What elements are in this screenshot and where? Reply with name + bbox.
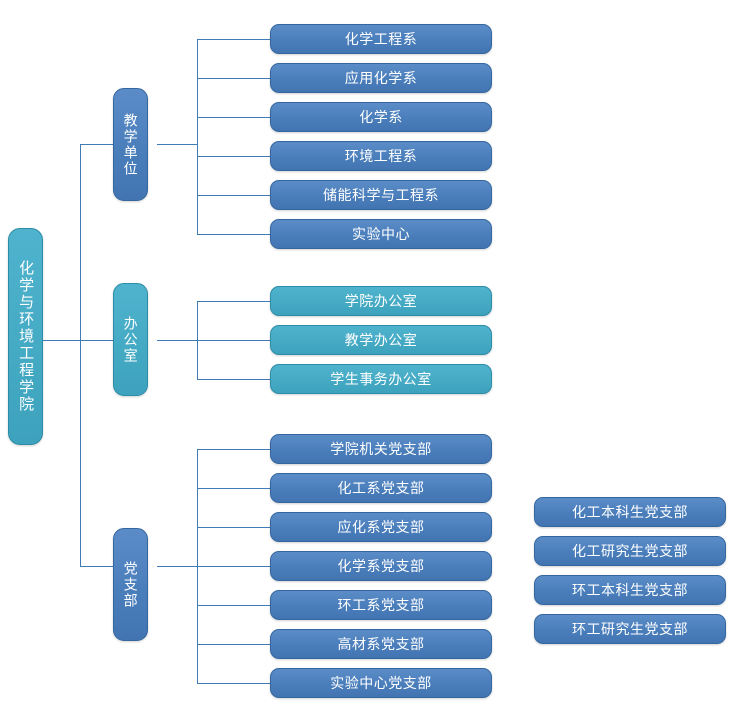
connector-branch-1-leaf-3 [197, 117, 270, 118]
leaf-node-energy-storage-dept[interactable]: 储能科学与工程系 [270, 180, 492, 210]
connector-branch-3-stub [157, 566, 198, 567]
connector-branch-3-leaf-1 [197, 449, 270, 450]
side-node-enveng-undergrad-party-branch[interactable]: 环工本科生党支部 [534, 575, 726, 605]
connector-trunk-to-branch-2 [80, 340, 113, 341]
connector-trunk-to-branch-3 [80, 566, 113, 567]
connector-branch-3-leaf-5 [197, 605, 270, 606]
connector-branch-2-leaf-3 [197, 379, 270, 380]
connector-branch-1-leaf-5 [197, 195, 270, 196]
connector-branch-1-bus [197, 39, 198, 234]
branch-node-teaching-units[interactable]: 教学单位 [113, 88, 148, 201]
leaf-node-chemistry-party-branch[interactable]: 化学系党支部 [270, 551, 492, 581]
branch-node-offices[interactable]: 办公室 [113, 283, 148, 396]
connector-main-trunk [80, 144, 81, 566]
side-node-chemeng-grad-party-branch[interactable]: 化工研究生党支部 [534, 536, 726, 566]
connector-trunk-to-branch-1 [80, 144, 113, 145]
connector-branch-1-leaf-2 [197, 78, 270, 79]
leaf-node-experiment-center[interactable]: 实验中心 [270, 219, 492, 249]
connector-branch-3-leaf-2 [197, 488, 270, 489]
branch-node-party-branches[interactable]: 党支部 [113, 528, 148, 641]
side-node-chemeng-undergrad-party-branch[interactable]: 化工本科生党支部 [534, 497, 726, 527]
connector-branch-3-leaf-7 [197, 683, 270, 684]
root-node[interactable]: 化学与环境工程学院 [8, 228, 43, 445]
connector-branch-1-leaf-1 [197, 39, 270, 40]
leaf-node-chemical-engineering-dept[interactable]: 化学工程系 [270, 24, 492, 54]
connector-branch-1-stub [157, 144, 198, 145]
connector-branch-3-leaf-4 [197, 566, 270, 567]
leaf-node-environmental-engineering-dept[interactable]: 环境工程系 [270, 141, 492, 171]
leaf-node-applied-chemistry-dept[interactable]: 应用化学系 [270, 63, 492, 93]
connector-branch-3-leaf-6 [197, 644, 270, 645]
leaf-node-chemistry-dept[interactable]: 化学系 [270, 102, 492, 132]
leaf-node-college-office[interactable]: 学院办公室 [270, 286, 492, 316]
leaf-node-teaching-office[interactable]: 教学办公室 [270, 325, 492, 355]
connector-branch-2-stub [157, 340, 198, 341]
connector-branch-1-leaf-4 [197, 156, 270, 157]
connector-branch-2-leaf-1 [197, 301, 270, 302]
leaf-node-polymer-party-branch[interactable]: 高材系党支部 [270, 629, 492, 659]
leaf-node-chemeng-party-branch[interactable]: 化工系党支部 [270, 473, 492, 503]
connector-branch-1-leaf-6 [197, 234, 270, 235]
leaf-node-experiment-center-party-branch[interactable]: 实验中心党支部 [270, 668, 492, 698]
leaf-node-applied-chem-party-branch[interactable]: 应化系党支部 [270, 512, 492, 542]
connector-root-stub [42, 340, 81, 341]
leaf-node-enveng-party-branch[interactable]: 环工系党支部 [270, 590, 492, 620]
side-node-enveng-grad-party-branch[interactable]: 环工研究生党支部 [534, 614, 726, 644]
connector-branch-3-leaf-3 [197, 527, 270, 528]
connector-branch-2-leaf-2 [197, 340, 270, 341]
leaf-node-student-affairs-office[interactable]: 学生事务办公室 [270, 364, 492, 394]
leaf-node-college-admin-party-branch[interactable]: 学院机关党支部 [270, 434, 492, 464]
